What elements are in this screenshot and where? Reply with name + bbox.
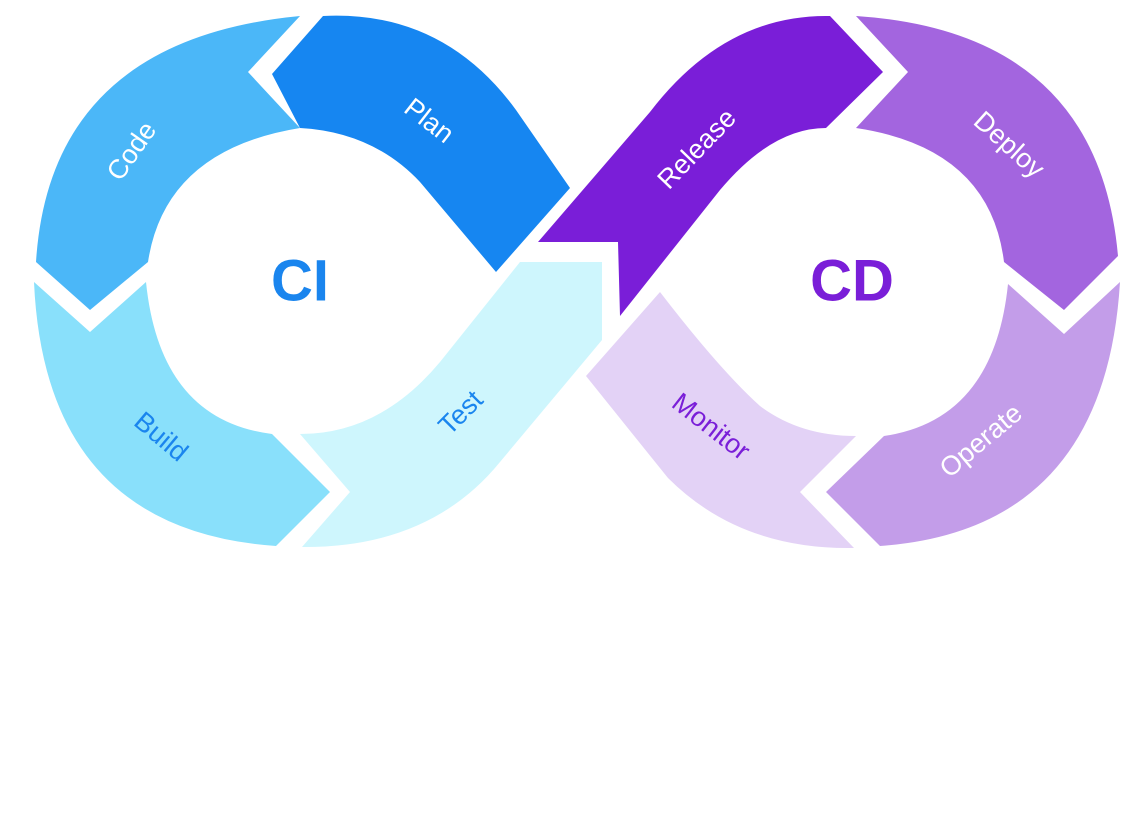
- monitor-segment: [586, 292, 856, 549]
- code-segment: [36, 16, 300, 310]
- build-segment: [34, 282, 330, 546]
- operate-segment: [826, 282, 1120, 546]
- release-segment: [538, 15, 883, 317]
- ci-center-label: CI: [271, 248, 329, 313]
- deploy-segment: [856, 16, 1118, 310]
- test-segment: [300, 262, 602, 548]
- plan-segment: [272, 15, 570, 273]
- cd-center-label: CD: [810, 248, 894, 313]
